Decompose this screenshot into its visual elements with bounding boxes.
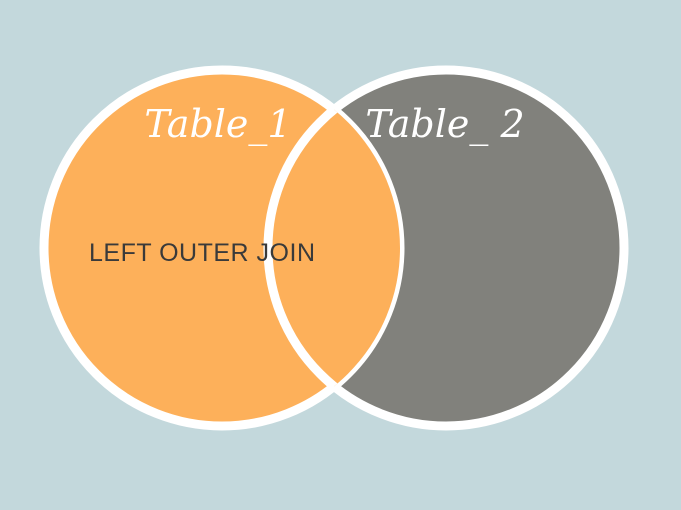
- table-2-label: Table_ 2: [365, 102, 524, 147]
- table-1-label: Table_1: [144, 102, 291, 147]
- intersection-region: [263, 70, 400, 426]
- join-type-label: LEFT OUTER JOIN: [89, 239, 316, 267]
